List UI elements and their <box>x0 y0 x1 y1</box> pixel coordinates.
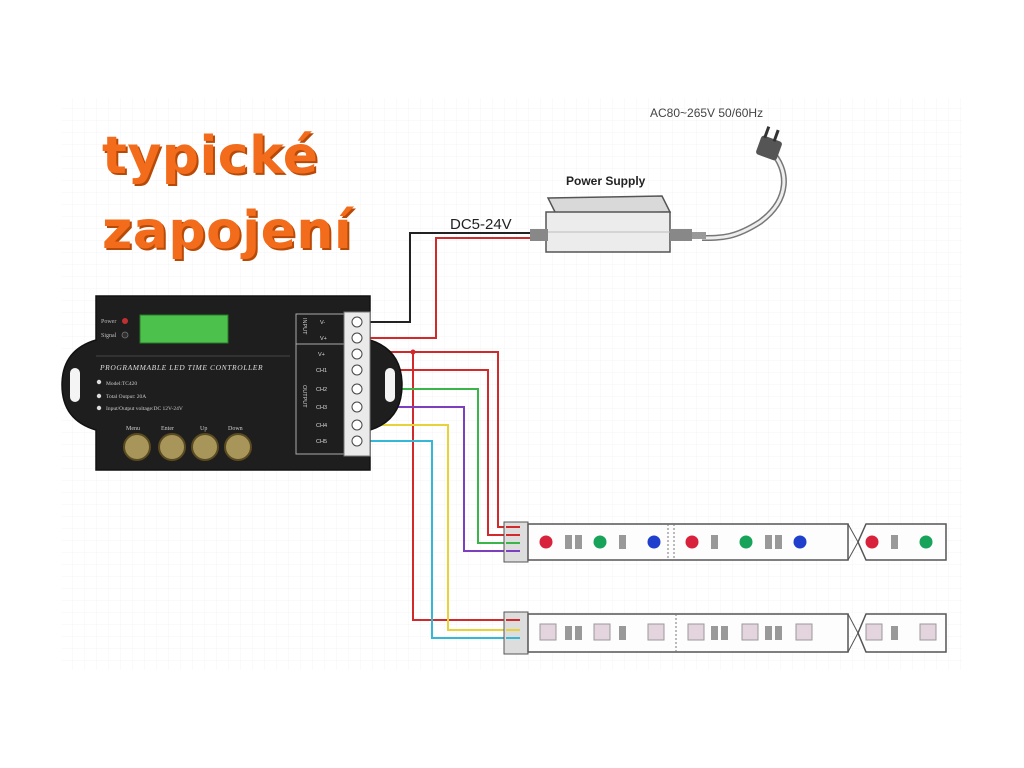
signal-led-label: Signal <box>101 333 117 339</box>
controller-name: PROGRAMMABLE LED TIME CONTROLLER <box>99 363 263 372</box>
terminal-label: CH2 <box>316 387 327 393</box>
mains-label: AC80~265V 50/60Hz <box>650 106 763 120</box>
terminal-label: V- <box>320 320 325 326</box>
terminal-label: CH3 <box>316 405 327 411</box>
up-button-label: Up <box>200 426 207 432</box>
menu-button[interactable] <box>123 433 151 461</box>
rgb-led-strip <box>503 521 947 563</box>
enter-button-label: Enter <box>161 426 174 432</box>
spec-model: Model:TC420 <box>106 381 137 387</box>
spec-total-output: Total Output: 20A <box>106 394 146 400</box>
terminal-labels: V- V+ V+ CH1 CH2 CH3 CH4 CH5 <box>316 320 327 445</box>
dc-voltage-label: DC5-24V <box>450 216 512 233</box>
title-line-1: typické <box>102 126 319 186</box>
mono-led-strip <box>503 611 947 655</box>
up-button[interactable] <box>191 433 219 461</box>
down-button-label: Down <box>228 426 243 432</box>
terminal-label: CH5 <box>316 439 327 445</box>
terminal-label: CH1 <box>316 368 327 374</box>
mains-plug-icon <box>701 126 787 241</box>
power-supply <box>530 195 706 253</box>
power-led-icon <box>122 318 128 324</box>
terminal-label: CH4 <box>316 423 327 429</box>
terminal-label: V+ <box>320 336 327 342</box>
spec-voltage: Input/Output voltage:DC 12V-24V <box>106 406 183 412</box>
signal-led-icon <box>121 331 129 339</box>
smd-led-icon <box>539 623 937 641</box>
terminal-screws <box>351 316 363 447</box>
power-supply-label: Power Supply <box>566 174 646 188</box>
power-led-label: Power <box>101 319 116 325</box>
down-button[interactable] <box>224 433 252 461</box>
output-label: OUTPUT <box>301 385 307 408</box>
led-controller <box>61 295 403 471</box>
title-line-2: zapojení <box>102 201 353 261</box>
output-wires <box>370 349 506 639</box>
rgb-led-icon <box>539 535 933 549</box>
lcd-display <box>139 314 229 344</box>
input-label: INPUT <box>301 318 307 335</box>
strip-connector-wires <box>506 526 520 639</box>
dc-wires <box>370 232 530 339</box>
menu-button-label: Menu <box>126 426 140 432</box>
enter-button[interactable] <box>158 433 186 461</box>
terminal-label: V+ <box>318 352 325 358</box>
